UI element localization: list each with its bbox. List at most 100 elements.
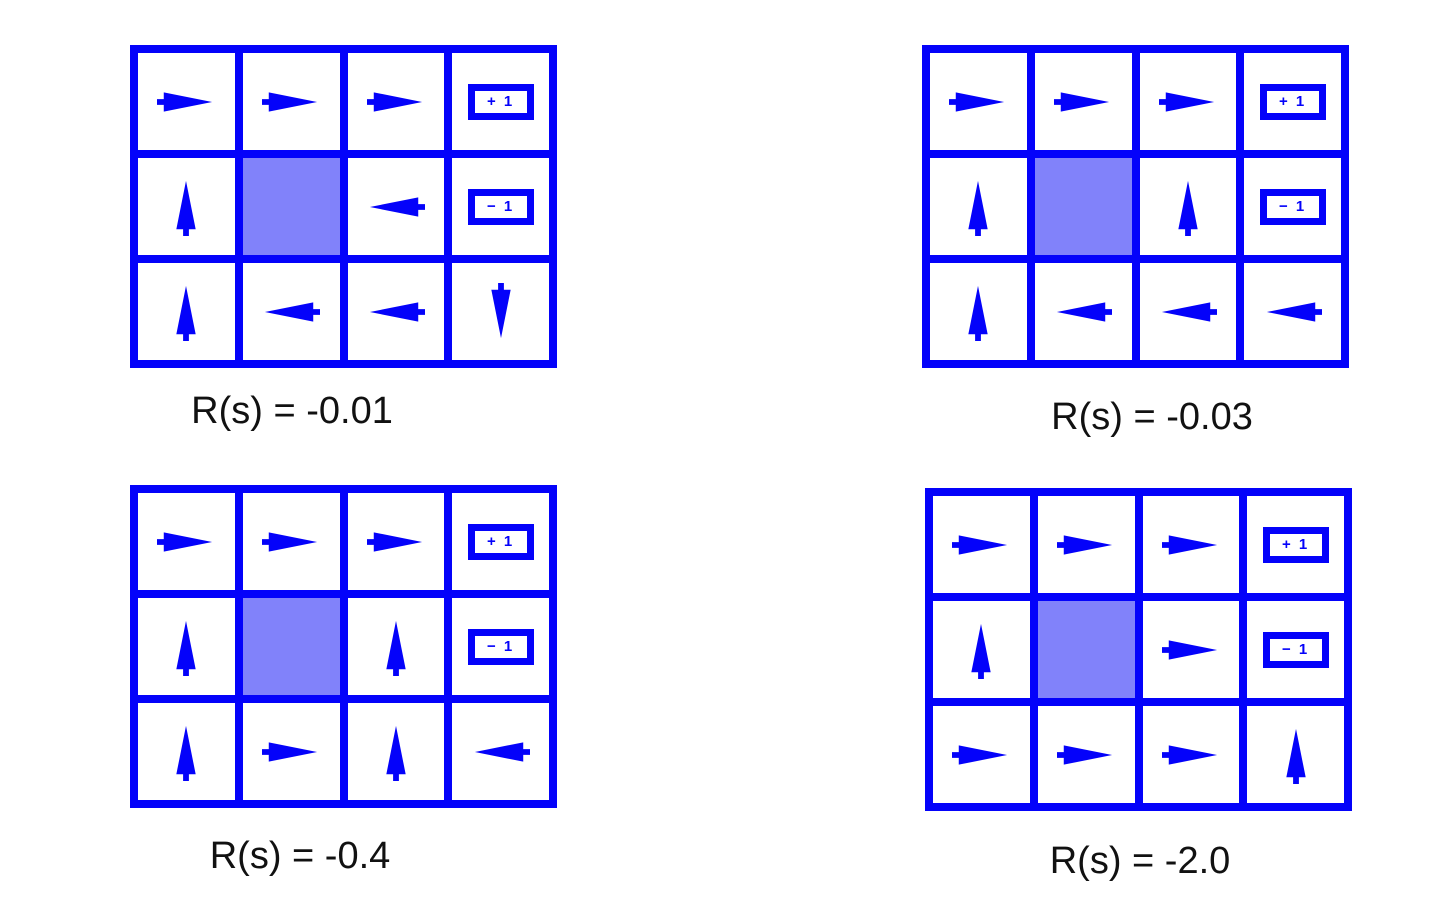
- cell-r3-c2: [242, 703, 340, 800]
- blocked-cell: [242, 598, 340, 695]
- policy-arrow-right-icon: [262, 91, 318, 112]
- policy-arrow-left-icon: [1057, 301, 1113, 322]
- policy-arrow-right-icon: [952, 744, 1008, 765]
- policy-arrow-right-icon: [1057, 534, 1113, 555]
- cell-r1-c3: [347, 53, 445, 150]
- blocked-cell: [1034, 158, 1132, 255]
- cell-r3-c2: [1034, 263, 1132, 360]
- cell-r1-c1: [933, 496, 1030, 593]
- cell-r3-c4: [452, 703, 549, 800]
- policy-arrow-up-icon: [968, 285, 989, 341]
- cell-r1-c1: [930, 53, 1027, 150]
- cell-r2-c1: [138, 158, 235, 255]
- policy-arrow-up-icon: [176, 620, 197, 676]
- plus1-terminal: + 1: [1259, 83, 1326, 120]
- policy-arrow-up-icon: [1178, 180, 1198, 236]
- cell-r3-c3: [347, 703, 445, 800]
- reward-label-top-right: R(s) = -0.03: [1051, 396, 1253, 438]
- minus1-terminal: − 1: [1262, 631, 1329, 668]
- cell-r3-c4: [1247, 706, 1344, 803]
- policy-arrow-left-icon: [265, 301, 321, 322]
- policy-arrow-right-icon: [1158, 91, 1214, 112]
- policy-arrow-up-icon: [386, 725, 406, 781]
- cell-r3-c4: [1244, 263, 1341, 360]
- cell-r3-c3: [347, 263, 445, 360]
- cell-r2-c4: − 1: [1247, 601, 1344, 698]
- minus1-terminal: − 1: [467, 628, 534, 665]
- plus1-terminal: + 1: [467, 523, 534, 560]
- cell-r3-c1: [933, 706, 1030, 803]
- cell-r3-c3: [1139, 263, 1237, 360]
- policy-arrow-right-icon: [949, 91, 1005, 112]
- cell-r2-c1: [930, 158, 1027, 255]
- policy-arrow-right-icon: [1161, 744, 1217, 765]
- blocked-cell: [1037, 601, 1135, 698]
- cell-r3-c1: [138, 263, 235, 360]
- plus1-terminal: + 1: [467, 83, 534, 120]
- cell-r1-c3: [1139, 53, 1237, 150]
- cell-r2-c1: [138, 598, 235, 695]
- policy-arrow-left-icon: [369, 301, 425, 322]
- cell-r1-c1: [138, 493, 235, 590]
- gridworld-top-left: + 1 − 1: [130, 45, 557, 368]
- policy-arrow-up-icon: [176, 285, 197, 341]
- cell-r2-c3: [347, 598, 445, 695]
- cell-r3-c1: [930, 263, 1027, 360]
- cell-r1-c2: [242, 53, 340, 150]
- minus1-terminal: − 1: [467, 188, 534, 225]
- cell-r3-c1: [138, 703, 235, 800]
- reward-label-bottom-left: R(s) = -0.4: [209, 835, 391, 877]
- policy-arrow-right-icon: [157, 91, 213, 112]
- cell-r3-c2: [242, 263, 340, 360]
- cell-r2-c4: − 1: [1244, 158, 1341, 255]
- cell-r2-c1: [933, 601, 1030, 698]
- cell-r1-c4: + 1: [452, 53, 549, 150]
- policy-arrow-left-icon: [369, 196, 425, 217]
- policy-arrow-up-icon: [1285, 728, 1306, 784]
- gridworld-bottom-right: + 1 − 1: [925, 488, 1352, 811]
- cell-r2-c4: − 1: [452, 598, 549, 695]
- policy-arrow-up-icon: [971, 623, 992, 679]
- policy-arrow-right-icon: [1161, 534, 1217, 555]
- cell-r3-c3: [1142, 706, 1240, 803]
- cell-r3-c4: [452, 263, 549, 360]
- policy-arrow-left-icon: [474, 741, 530, 762]
- gridworld-top-right: + 1 − 1: [922, 45, 1349, 368]
- blocked-cell: [242, 158, 340, 255]
- cell-r3-c2: [1037, 706, 1135, 803]
- minus1-terminal: − 1: [1259, 188, 1326, 225]
- policy-arrow-up-icon: [176, 725, 197, 781]
- policy-arrow-right-icon: [1057, 744, 1113, 765]
- cell-r2-c4: − 1: [452, 158, 549, 255]
- policy-arrow-up-icon: [968, 180, 989, 236]
- gridworld-bottom-left: + 1 − 1: [130, 485, 557, 808]
- cell-r1-c3: [347, 493, 445, 590]
- policy-arrow-up-icon: [176, 180, 197, 236]
- policy-arrow-right-icon: [262, 741, 318, 762]
- reward-label-top-left: R(s) = -0.01: [191, 390, 393, 432]
- policy-arrow-up-icon: [386, 620, 406, 676]
- cell-r2-c3: [1139, 158, 1237, 255]
- policy-arrow-right-icon: [952, 534, 1008, 555]
- reward-label-bottom-right: R(s) = -2.0: [1049, 840, 1231, 882]
- cell-r1-c2: [1034, 53, 1132, 150]
- policy-arrow-right-icon: [1161, 639, 1217, 660]
- policy-arrow-right-icon: [1054, 91, 1110, 112]
- cell-r1-c3: [1142, 496, 1240, 593]
- cell-r1-c4: + 1: [1244, 53, 1341, 150]
- cell-r2-c3: [1142, 601, 1240, 698]
- cell-r1-c2: [1037, 496, 1135, 593]
- cell-r1-c1: [138, 53, 235, 150]
- cell-r1-c4: + 1: [1247, 496, 1344, 593]
- plus1-terminal: + 1: [1262, 526, 1329, 563]
- cell-r1-c2: [242, 493, 340, 590]
- policy-arrow-left-icon: [1161, 301, 1217, 322]
- cell-r2-c3: [347, 158, 445, 255]
- policy-arrow-right-icon: [157, 531, 213, 552]
- policy-arrow-right-icon: [366, 91, 422, 112]
- policy-arrow-down-icon: [490, 282, 511, 338]
- policy-arrow-left-icon: [1266, 301, 1322, 322]
- cell-r1-c4: + 1: [452, 493, 549, 590]
- policy-arrow-right-icon: [262, 531, 318, 552]
- policy-arrow-right-icon: [366, 531, 422, 552]
